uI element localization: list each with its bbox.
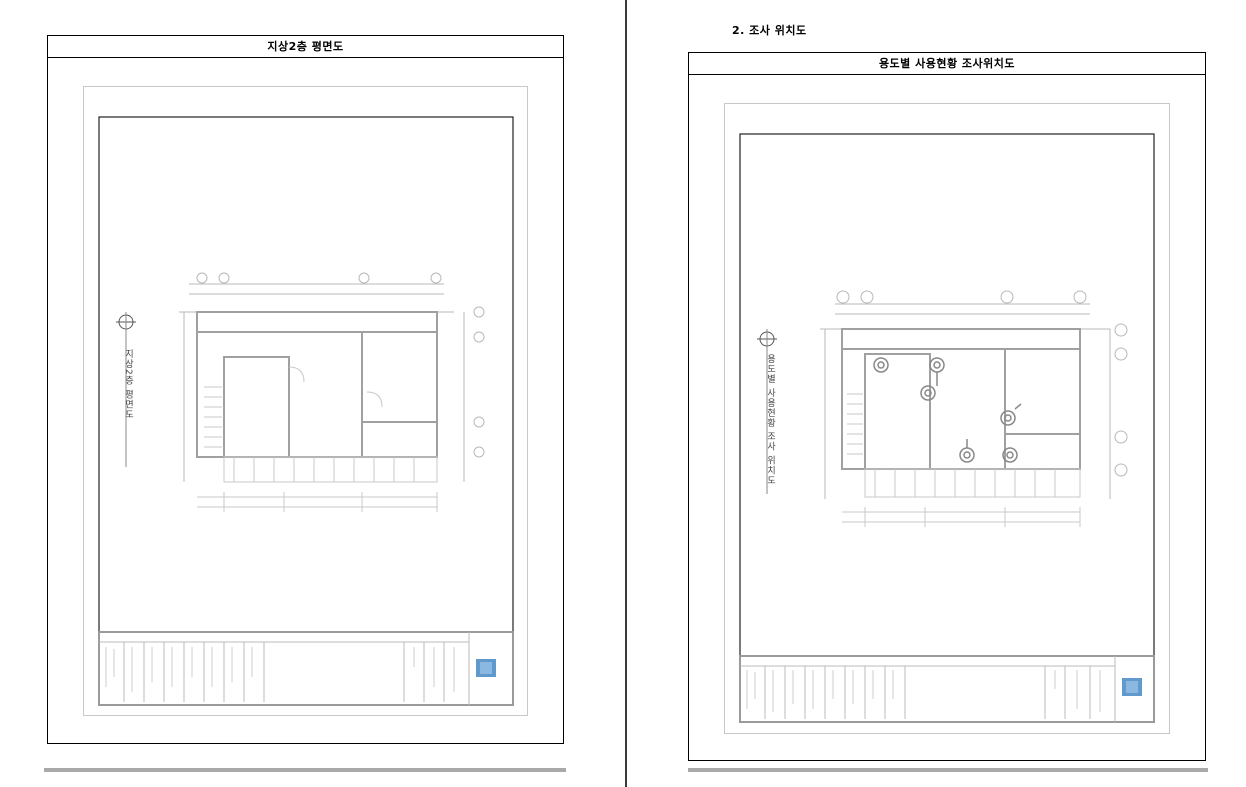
right-drawing-frame: 용도별 사용현황 조사위치도 [688,52,1206,761]
right-survey-location-sheet: 용도별 사용현황 조사 위치도 [724,103,1170,734]
right-survey-location-drawing [739,133,1155,723]
left-drawing-label: 지상2층 평면도 [123,349,133,420]
left-floor-plan-sheet: 지상2층 평면도 [83,86,528,716]
left-frame-title: 지상2층 평면도 [48,36,563,58]
right-bottom-rule [688,768,1208,772]
right-frame-title: 용도별 사용현황 조사위치도 [689,53,1205,75]
right-drawing-label: 용도별 사용현황 조사 위치도 [765,354,775,486]
section-heading: 2. 조사 위치도 [732,24,807,37]
left-drawing-frame: 지상2층 평면도 [47,35,564,744]
left-floor-plan-drawing [98,116,514,706]
page-divider [625,0,627,787]
survey-markers [873,357,1022,463]
left-bottom-rule [44,768,566,772]
